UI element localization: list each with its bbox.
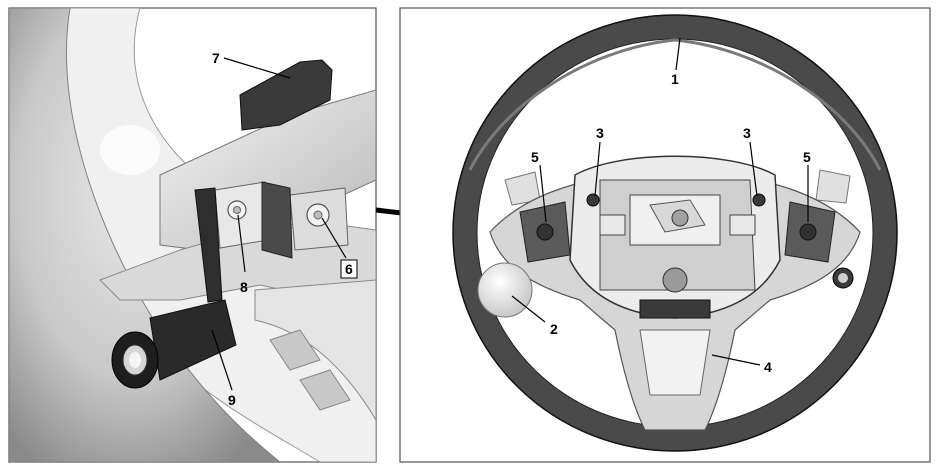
svg-text:3: 3	[743, 125, 751, 141]
svg-text:2: 2	[550, 321, 558, 337]
svg-text:1: 1	[671, 71, 679, 87]
svg-text:5: 5	[803, 149, 811, 165]
callout-5-right: 5	[803, 149, 811, 222]
callout-5-left: 5	[531, 149, 547, 223]
callout-4: 4	[711, 354, 772, 375]
callout-3-left: 3	[594, 125, 604, 197]
screw-3-right	[752, 193, 766, 207]
callout-6: 6	[321, 217, 358, 279]
shift-paddle	[239, 59, 333, 131]
overview-panel: 1 3 3 5 5 2 4	[399, 7, 931, 463]
callout-9: 9	[211, 329, 236, 408]
callout-1: 1	[671, 37, 681, 87]
airbag-cover	[477, 262, 533, 318]
callout-3-right: 3	[743, 125, 758, 197]
svg-text:8: 8	[240, 279, 248, 295]
svg-text:5: 5	[531, 149, 539, 165]
callout-2: 2	[511, 295, 558, 337]
wheel-rim-outer	[9, 8, 281, 462]
svg-text:3: 3	[596, 125, 604, 141]
svg-text:9: 9	[228, 392, 236, 408]
callout-7: 7	[212, 50, 291, 79]
screw-3-left	[586, 193, 600, 207]
detail-view-panel: 7 8 6 9	[8, 7, 531, 463]
stalk-arm	[194, 187, 223, 303]
svg-text:6: 6	[345, 261, 353, 277]
svg-text:4: 4	[764, 359, 772, 375]
svg-text:7: 7	[212, 50, 220, 66]
callout-8: 8	[237, 214, 248, 295]
